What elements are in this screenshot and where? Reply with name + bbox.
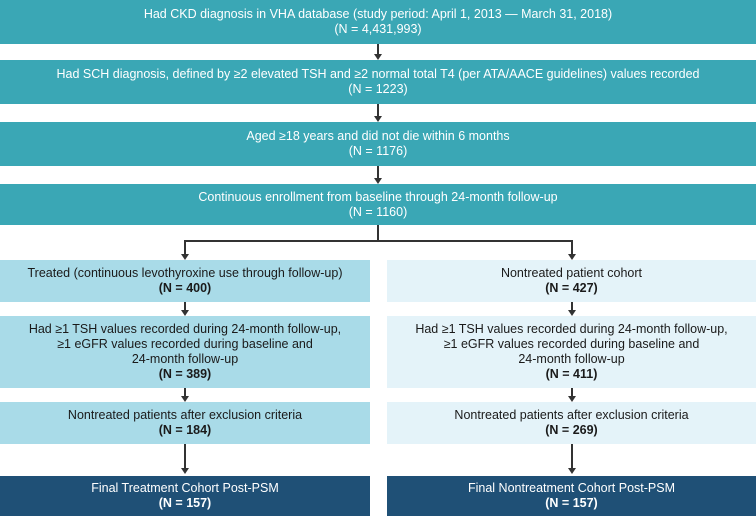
treated-tsh-count: (N = 389)	[158, 367, 212, 381]
step-enrollment-text: Continuous enrollment from baseline thro…	[198, 189, 558, 204]
connector-3	[377, 166, 379, 178]
step-age-count: (N = 1176)	[348, 144, 408, 158]
arrow-1	[374, 54, 382, 60]
treated-final-count: (N = 157)	[158, 496, 212, 510]
step-ckd-diagnosis: Had CKD diagnosis in VHA database (study…	[0, 0, 756, 44]
nontreated-arrow-2	[568, 396, 576, 402]
treated-tsh-line3: 24-month follow-up	[131, 352, 239, 366]
connector-1	[377, 44, 379, 54]
treated-arrow-2	[181, 396, 189, 402]
step-ckd-count: (N = 4,431,993)	[334, 22, 422, 36]
treated-cohort-text: Treated (continuous levothyroxine use th…	[27, 266, 343, 280]
treated-connector-2	[184, 388, 186, 396]
step-sch-count: (N = 1223)	[348, 82, 408, 96]
connector-2	[377, 104, 379, 116]
nontreated-arrow-1	[568, 310, 576, 316]
treated-cohort-count: (N = 400)	[158, 281, 212, 295]
treated-connector-3	[184, 444, 186, 468]
step-ckd-text: Had CKD diagnosis in VHA database (study…	[143, 7, 613, 21]
nontreated-cohort-text: Nontreated patient cohort	[500, 266, 643, 280]
nontreated-connector-2	[571, 388, 573, 396]
step-age-text: Aged ≥18 years and did not die within 6 …	[246, 129, 510, 143]
nontreated-final-text: Final Nontreatment Cohort Post-PSM	[467, 481, 676, 495]
step-sch-text: Had SCH diagnosis, defined by ≥2 elevate…	[56, 67, 700, 81]
arrow-3	[374, 178, 382, 184]
treated-tsh-line1: Had ≥1 TSH values recorded during 24-mon…	[28, 322, 342, 336]
nontreated-tsh-line3: 24-month follow-up	[518, 352, 625, 366]
nontreated-connector-1	[571, 302, 573, 310]
nontreated-tsh-criteria: Had ≥1 TSH values recorded during 24-mon…	[387, 316, 756, 388]
nontreated-cohort-count: (N = 427)	[545, 281, 598, 295]
arrow-left-split	[181, 254, 189, 260]
treated-cohort: Treated (continuous levothyroxine use th…	[0, 260, 370, 302]
split-connector-right	[571, 240, 573, 254]
step-sch-diagnosis: Had SCH diagnosis, defined by ≥2 elevate…	[0, 60, 756, 104]
treated-connector-1	[184, 302, 186, 310]
nontreated-final-count: (N = 157)	[545, 496, 598, 510]
step-enrollment: Continuous enrollment from baseline thro…	[0, 184, 756, 225]
treated-final-text: Final Treatment Cohort Post-PSM	[91, 481, 279, 495]
arrow-2	[374, 116, 382, 122]
treated-exclusion-count: (N = 184)	[158, 423, 212, 437]
treated-tsh-line2: ≥1 eGFR values recorded during baseline …	[57, 337, 313, 351]
treated-exclusion: Nontreated patients after exclusion crit…	[0, 402, 370, 444]
step-age-criteria: Aged ≥18 years and did not die within 6 …	[0, 122, 756, 166]
split-connector-vertical	[377, 225, 379, 240]
nontreated-tsh-line1: Had ≥1 TSH values recorded during 24-mon…	[415, 322, 728, 336]
treated-arrow-3	[181, 468, 189, 474]
nontreated-exclusion-text: Nontreated patients after exclusion crit…	[454, 408, 689, 422]
treated-tsh-criteria: Had ≥1 TSH values recorded during 24-mon…	[0, 316, 370, 388]
nontreated-exclusion: Nontreated patients after exclusion crit…	[387, 402, 756, 444]
nontreated-arrow-3	[568, 468, 576, 474]
treated-arrow-1	[181, 310, 189, 316]
nontreated-connector-3	[571, 444, 573, 468]
step-enrollment-count: (N = 1160)	[348, 204, 408, 219]
nontreated-tsh-count: (N = 411)	[545, 367, 598, 381]
split-connector-left	[184, 240, 186, 254]
treated-final-cohort: Final Treatment Cohort Post-PSM (N = 157…	[0, 476, 370, 516]
split-connector-horizontal	[184, 240, 572, 242]
treated-exclusion-text: Nontreated patients after exclusion crit…	[67, 408, 303, 422]
nontreated-exclusion-count: (N = 269)	[545, 423, 598, 437]
nontreated-tsh-line2: ≥1 eGFR values recorded during baseline …	[443, 337, 700, 351]
nontreated-cohort: Nontreated patient cohort (N = 427)	[387, 260, 756, 302]
nontreated-final-cohort: Final Nontreatment Cohort Post-PSM (N = …	[387, 476, 756, 516]
arrow-right-split	[568, 254, 576, 260]
